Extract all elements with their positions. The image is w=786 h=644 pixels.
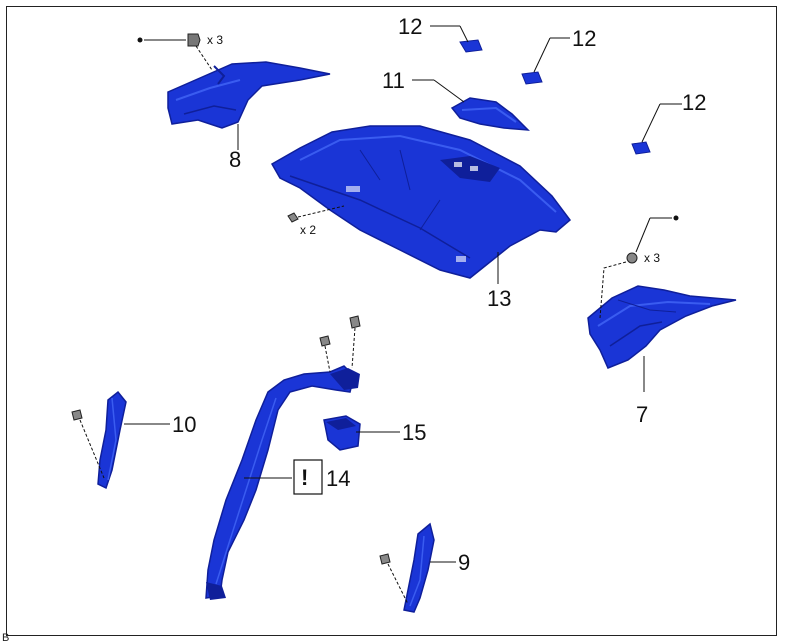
part-13-screws: x 2 (287, 205, 345, 237)
part-8-clip: x 3 (137, 33, 223, 71)
warning-box (293, 459, 323, 495)
part-15-bracket-cover (323, 415, 361, 451)
qty-label-clips-8: x 3 (207, 33, 223, 47)
part-14-belt-assembly (205, 315, 361, 600)
bolt-icon (319, 335, 331, 347)
qty-label-clips-7: x 3 (644, 251, 660, 265)
screw-icon (287, 212, 299, 223)
callout-14: 14 (326, 466, 350, 491)
callout-12-c: 12 (682, 90, 706, 115)
callout-10: 10 (172, 412, 196, 437)
part-12-retainer-b (521, 71, 543, 85)
reference-dot (137, 37, 143, 43)
part-7-right-trim (587, 285, 737, 369)
callout-9: 9 (458, 550, 470, 575)
warning-mark: ! (301, 465, 308, 490)
callout-7: 7 (636, 402, 648, 427)
reference-dot (673, 215, 679, 221)
diagram-frame (6, 6, 777, 636)
corner-mark: B (2, 632, 10, 644)
part-8-upper-left-trim (167, 61, 331, 129)
part-9-belt-anchor (379, 522, 435, 613)
callout-8: 8 (229, 147, 241, 172)
part-7-clip: x 3 (599, 215, 679, 319)
clip-icon (187, 33, 201, 47)
bolt-icon (379, 553, 391, 565)
callout-13: 13 (487, 286, 511, 311)
qty-label-screws-13: x 2 (300, 223, 316, 237)
callout-12-a: 12 (398, 14, 422, 39)
callout-15: 15 (402, 420, 426, 445)
bolt-icon (71, 409, 83, 421)
part-12-retainer-c (631, 141, 651, 155)
part-11-cover (450, 97, 530, 131)
callout-11: 11 (382, 68, 405, 93)
part-12-retainer-a (459, 39, 483, 53)
bolt-icon (349, 315, 361, 329)
part-13-package-tray (270, 125, 572, 279)
part-10-belt-anchor (71, 390, 127, 490)
callout-12-b: 12 (572, 26, 596, 51)
clip-icon (626, 252, 638, 264)
